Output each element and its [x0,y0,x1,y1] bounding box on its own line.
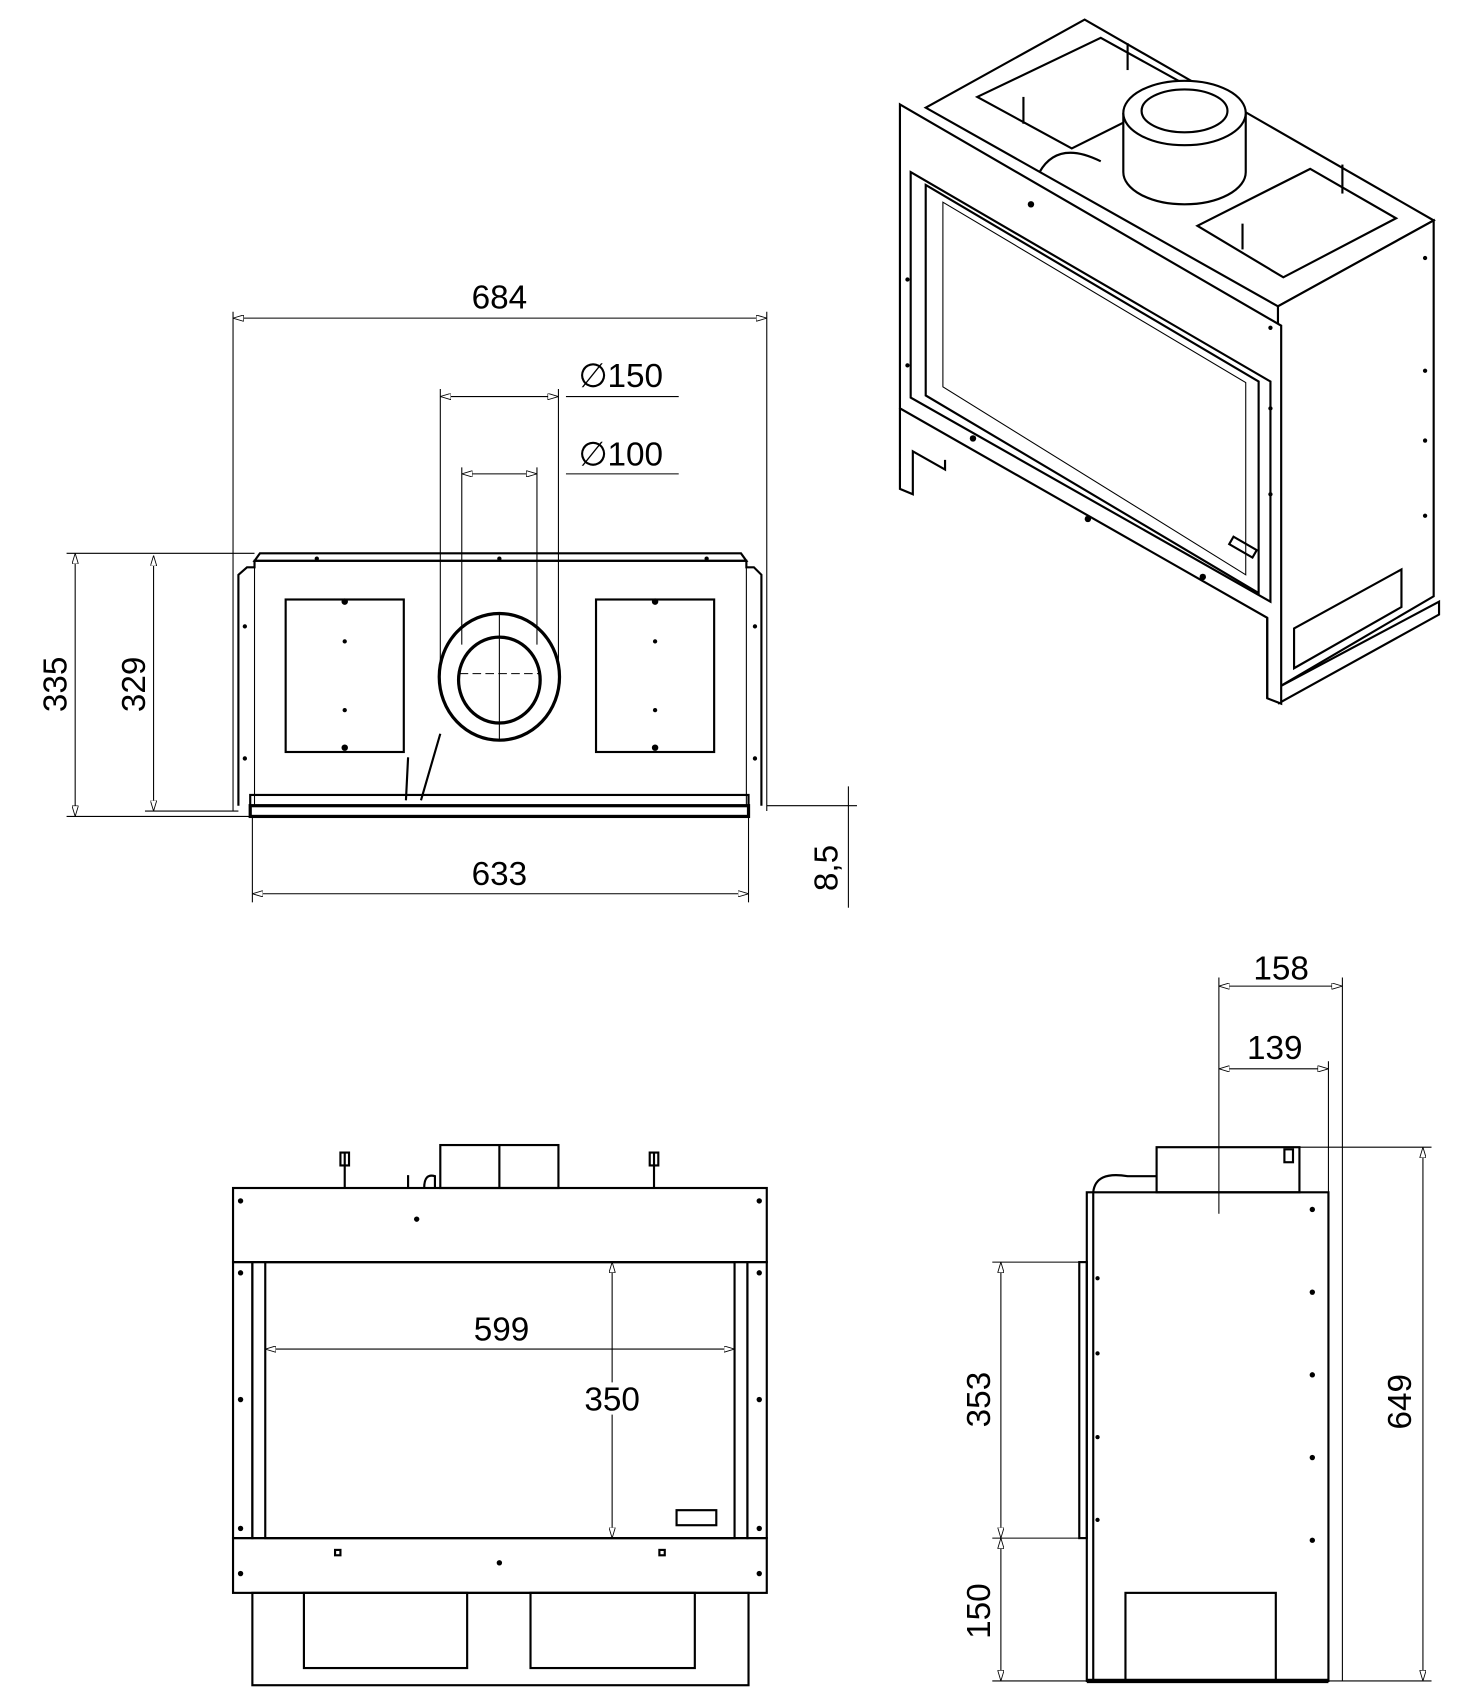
dim-150: 150 [961,1538,1001,1681]
dim-label: 158 [1253,951,1309,988]
dim-label: 335 [38,657,75,713]
flue-box-side [1155,1146,1301,1194]
dim-139: 139 [1218,1030,1329,1193]
dim-label: 633 [472,856,528,893]
dim-label: 599 [474,1312,530,1349]
side-view: 158 139 649 353 150 [961,951,1432,1684]
lower-box [1124,1591,1277,1683]
top-band [231,1186,768,1264]
dim-label: 139 [1247,1030,1303,1067]
dim-353: 353 [961,1261,1087,1682]
dim-329: 329 [116,555,239,812]
front-view: 599 350 [231,1143,768,1687]
dim-flue-150: ∅150 [439,358,679,672]
dim-599: 599 [265,1312,735,1350]
dim-350: 350 [579,1262,647,1539]
glass-opening [264,1261,736,1540]
dim-label: ∅150 [578,358,663,395]
dim-label: 150 [961,1583,998,1639]
dim-633: 633 [251,816,750,903]
glass-door [924,183,1260,595]
top-plate-front [1195,167,1399,279]
top-plate-right [594,598,716,754]
perspective-view [898,18,1441,706]
dim-649: 649 [1299,1146,1432,1682]
dim-label: 684 [472,279,528,316]
vent-right [529,1591,696,1670]
dim-8-5: 8,5 [766,786,857,908]
dim-158: 158 [1218,951,1343,1681]
top-view-body [237,552,763,819]
dim-label: 350 [584,1381,640,1418]
top-plate-left [284,598,405,754]
dim-label: 8,5 [809,845,846,891]
vent-left [302,1591,469,1670]
side-body [1085,1191,1330,1683]
dim-684: 684 [232,279,768,812]
dim-label: 649 [1382,1374,1419,1430]
dim-label: 353 [961,1372,998,1428]
dim-label: 329 [116,657,153,713]
top-view: 684 ∅150 ∅100 335 329 [38,279,857,908]
dim-flue-100: ∅100 [461,436,679,645]
bottom-band [231,1537,768,1594]
dim-335: 335 [38,552,255,817]
dim-label: ∅100 [578,436,663,473]
